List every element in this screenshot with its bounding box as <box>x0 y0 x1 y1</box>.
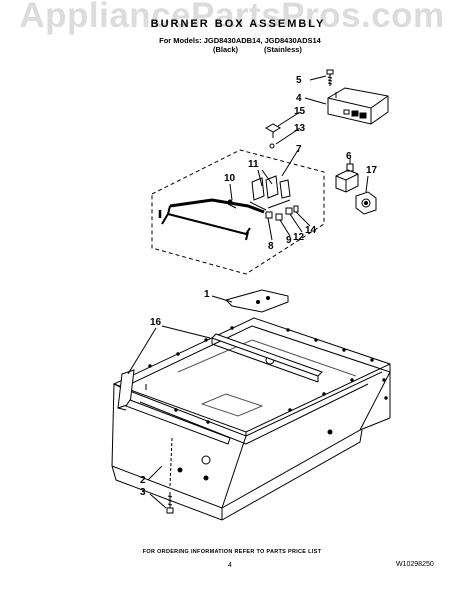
site-watermark: AppliancePartsPros.com <box>19 0 445 35</box>
callout-16: 16 <box>150 317 162 328</box>
screw-part-3 <box>166 492 174 514</box>
screw-part-5 <box>326 69 334 86</box>
manifold-part-7 <box>158 198 265 241</box>
ordering-note: FOR ORDERING INFORMATION REFER TO PARTS … <box>142 549 322 555</box>
ignitor-switch-part-6 <box>335 163 359 193</box>
orifice-parts-8-9-12-14 <box>265 205 299 221</box>
spark-module-part-4 <box>327 87 389 125</box>
callout-17: 17 <box>366 165 378 176</box>
support-rail-part-16 <box>117 333 323 445</box>
document-number: W10298250 <box>396 561 434 568</box>
variant-stainless-label: (Stainless) <box>264 45 302 54</box>
callout-4: 4 <box>296 93 302 104</box>
callout-13: 13 <box>294 123 306 134</box>
burner-part-11 <box>249 175 291 211</box>
callout-8: 8 <box>268 241 274 252</box>
callout-15: 15 <box>294 106 306 117</box>
orifice-part-13 <box>269 143 275 149</box>
callout-12: 12 <box>293 232 305 243</box>
callout-6: 6 <box>346 151 352 162</box>
callout-3: 3 <box>140 487 146 498</box>
valve-part-17 <box>355 191 377 215</box>
callout-10: 10 <box>224 173 236 184</box>
callout-2: 2 <box>140 475 146 486</box>
heat-shield-part-1 <box>225 289 289 313</box>
page-number: 4 <box>228 562 232 569</box>
spark-electrode-part-15 <box>264 123 282 138</box>
callout-5: 5 <box>296 75 302 86</box>
burner-assembly-outline <box>151 149 325 275</box>
diagram-title: BURNER BOX ASSEMBLY <box>150 18 326 30</box>
leader-lines <box>127 75 369 509</box>
callout-1: 1 <box>204 289 210 300</box>
callout-9: 9 <box>286 235 292 246</box>
callout-14: 14 <box>305 225 317 236</box>
callout-7: 7 <box>296 144 302 155</box>
model-numbers: For Models: JGD8430ADB14, JGD8430ADS14 <box>159 36 321 45</box>
variant-black-label: (Black) <box>213 45 239 54</box>
callout-11: 11 <box>248 159 259 170</box>
screw-part-10 <box>227 199 237 209</box>
